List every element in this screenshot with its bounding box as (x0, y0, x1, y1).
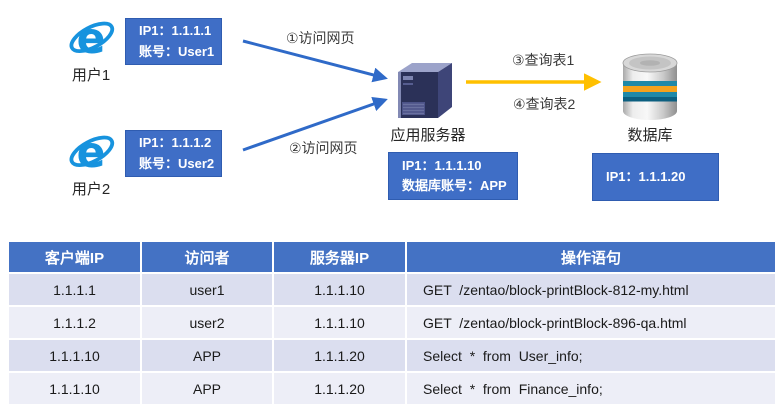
table-cell: 1.1.1.20 (274, 340, 405, 371)
database-cylinder-icon (622, 53, 678, 120)
table-cell: 1.1.1.10 (9, 340, 140, 371)
server-tower-icon (398, 63, 452, 118)
app-server-icon (398, 60, 454, 123)
user1-label: 用户1 (71, 67, 111, 84)
user1-ip: IP1：1.1.1.1 (139, 23, 212, 39)
user2-label: 用户2 (71, 181, 111, 198)
app-server-ip: IP1：1.1.1.10 (402, 157, 482, 173)
table-cell: Select * from User_info; (407, 340, 775, 371)
table-cell: 1.1.1.2 (9, 307, 140, 338)
user1-account: 账号：User1 (139, 43, 215, 59)
network-diagram: e 用户1 IP1：1.1.1.1 账号：User1 ①访问网页 e 用户2 I… (66, 14, 719, 201)
database-label: 数据库 (627, 127, 673, 144)
arrows-layer (242, 39, 602, 152)
table-cell: Select * from Finance_info; (407, 373, 775, 404)
table-cell: 1.1.1.10 (274, 274, 405, 305)
database-ip: IP1：1.1.1.20 (606, 168, 686, 184)
ie-browser-icon: e (69, 129, 115, 178)
user2-account: 账号：User2 (139, 155, 215, 171)
table-cell: 1.1.1.20 (274, 373, 405, 404)
step2-label: ②访问网页 (289, 140, 358, 156)
database-icon-wrap (620, 52, 680, 127)
table-header-row: 客户端IP 访问者 服务器IP 操作语句 (9, 242, 775, 272)
user2-ip: IP1：1.1.1.2 (139, 135, 212, 151)
table-cell: 1.1.1.1 (9, 274, 140, 305)
header-operation: 操作语句 (407, 242, 775, 272)
arrow-user2-to-server (242, 96, 388, 152)
app-server-info-box: IP1：1.1.1.10 数据库账号：APP (388, 152, 518, 200)
step1-label: ①访问网页 (286, 30, 355, 46)
app-server-label: 应用服务器 (390, 127, 466, 144)
user1-info-box: IP1：1.1.1.1 账号：User1 (125, 18, 222, 65)
table-cell: GET /zentao/block-printBlock-896-qa.html (407, 307, 775, 338)
user2-info-box: IP1：1.1.1.2 账号：User2 (125, 130, 222, 177)
table-cell: user2 (142, 307, 272, 338)
table-cell: GET /zentao/block-printBlock-812-my.html (407, 274, 775, 305)
database-info-box: IP1：1.1.1.20 (592, 153, 719, 201)
table-cell: 1.1.1.10 (274, 307, 405, 338)
browser-icon-user1: e (66, 14, 116, 64)
arrow-user1-to-server (242, 39, 388, 83)
header-server-ip: 服务器IP (274, 242, 405, 272)
table-cell: APP (142, 340, 272, 371)
ie-browser-icon: e (69, 15, 115, 64)
app-server-db-account: 数据库账号：APP (402, 178, 507, 193)
table-cell: 1.1.1.10 (9, 373, 140, 404)
table-header: 客户端IP 访问者 服务器IP 操作语句 (9, 242, 775, 272)
header-visitor: 访问者 (142, 242, 272, 272)
table-cell: APP (142, 373, 272, 404)
step4-label: ④查询表2 (513, 96, 576, 112)
table-cell: user1 (142, 274, 272, 305)
browser-icon-user2: e (66, 128, 116, 178)
header-client-ip: 客户端IP (9, 242, 140, 272)
step3-label: ③查询表1 (512, 52, 575, 68)
